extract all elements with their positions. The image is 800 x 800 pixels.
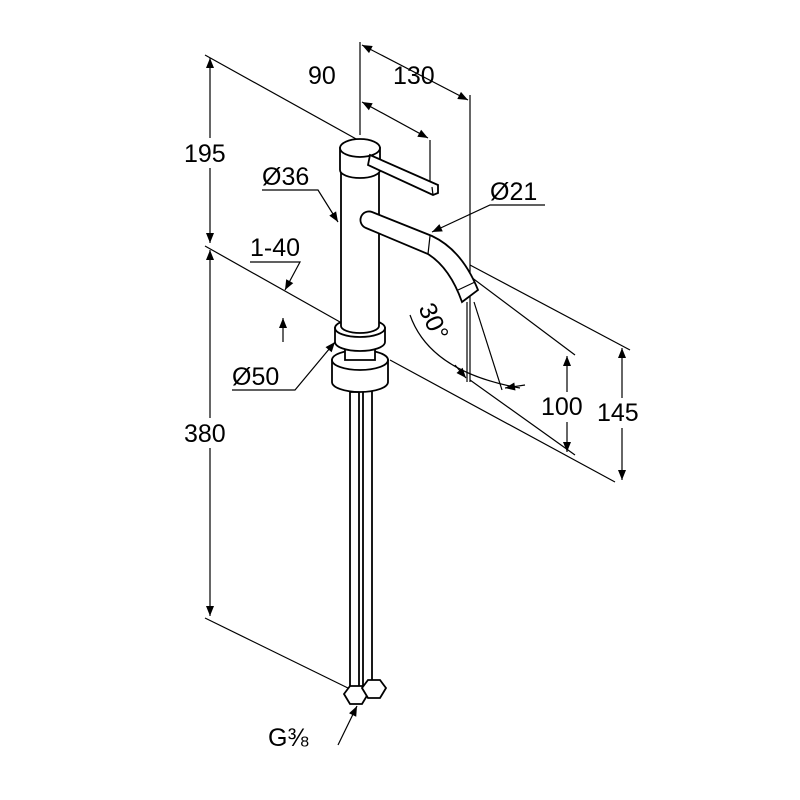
faucet-body [331, 138, 480, 705]
label-hose-length: 380 [184, 420, 226, 448]
label-base-diameter: Ø50 [232, 363, 279, 391]
label-spout-diameter: Ø21 [490, 178, 537, 206]
extension-lines [204, 42, 631, 691]
label-spout-reach: 130 [393, 62, 435, 90]
label-body-diameter: Ø36 [262, 163, 309, 191]
label-height-above-deck: 195 [184, 140, 226, 168]
label-spout-angle: 30° [413, 299, 454, 345]
label-spout-top-height: 145 [597, 399, 639, 427]
label-deck-thickness: 1-40 [250, 234, 300, 262]
dimension-labels: 90 130 195 Ø36 Ø21 1-40 30° Ø50 100 145 … [182, 62, 650, 752]
label-connection-thread: G⅜ [268, 724, 308, 752]
label-spout-height: 100 [541, 393, 583, 421]
label-handle-length: 90 [308, 62, 336, 90]
